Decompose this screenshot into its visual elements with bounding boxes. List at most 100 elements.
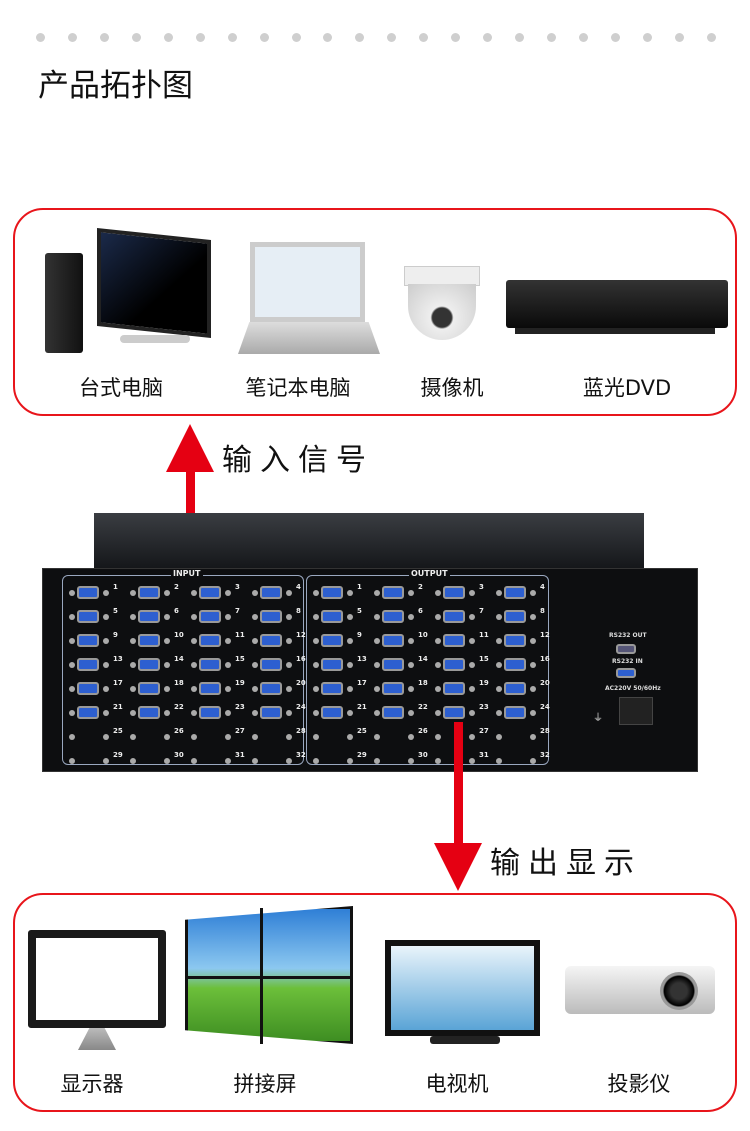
vga-port [260,658,282,671]
dot [578,33,588,42]
vga-port [504,610,526,623]
port-number: 1 [357,583,362,591]
vga-port [382,706,404,719]
port-nut [496,638,502,644]
port-nut [435,710,441,716]
vga-port [321,586,343,599]
port-nut [225,590,231,596]
port-nut [435,734,441,740]
port-number: 2 [174,583,179,591]
port-nut [252,614,258,620]
port-number: 14 [174,655,184,663]
port-nut [313,662,319,668]
port-nut [286,638,292,644]
port-nut [347,590,353,596]
port-nut [286,662,292,668]
port-nut [191,758,197,764]
dot [131,33,141,42]
port-nut [103,710,109,716]
vga-port [138,658,160,671]
port-number: 27 [235,727,245,735]
port-number: 25 [113,727,123,735]
port-nut [69,758,75,764]
port-number: 4 [296,583,301,591]
rs232-in-port [616,668,636,678]
port-number: 22 [174,703,184,711]
dot [227,33,237,42]
dot [259,33,269,42]
port-nut [164,734,170,740]
port-nut [469,638,475,644]
port-number: 5 [357,607,362,615]
port-nut [374,734,380,740]
vga-port [77,706,99,719]
input-panel-label: INPUT [171,569,203,578]
dot [706,33,716,42]
port-number: 12 [540,631,550,639]
port-nut [286,710,292,716]
port-number: 23 [479,703,489,711]
port-nut [313,734,319,740]
dot [642,33,652,42]
port-nut [530,662,536,668]
port-nut [408,638,414,644]
port-nut [530,638,536,644]
dot [67,33,77,42]
port-nut [252,662,258,668]
dot [419,33,429,42]
output-panel-label: OUTPUT [409,569,450,578]
port-nut [130,734,136,740]
port-nut [408,734,414,740]
port-nut [286,590,292,596]
port-nut [374,614,380,620]
power-socket [619,697,653,725]
port-nut [347,662,353,668]
port-nut [469,662,475,668]
port-number: 24 [540,703,550,711]
port-nut [252,638,258,644]
port-nut [435,614,441,620]
port-number: 4 [540,583,545,591]
dot [387,33,397,42]
port-nut [164,590,170,596]
vga-port [382,586,404,599]
vga-port [382,682,404,695]
vga-port [321,658,343,671]
port-number: 10 [418,631,428,639]
vga-port [382,634,404,647]
vga-port [504,658,526,671]
port-nut [374,758,380,764]
vga-port [77,586,99,599]
port-nut [130,758,136,764]
port-number: 20 [540,679,550,687]
port-nut [103,758,109,764]
decorative-dots [36,33,716,42]
dot [163,33,173,42]
dot [355,33,365,42]
port-nut [103,686,109,692]
vga-port [77,682,99,695]
output-label-video-wall: 拼接屏 [233,1072,297,1096]
port-nut [469,710,475,716]
port-nut [435,638,441,644]
rs232-out-label: RS232 OUT [609,632,647,639]
port-number: 18 [174,679,184,687]
port-nut [69,686,75,692]
port-nut [252,758,258,764]
port-nut [469,614,475,620]
port-nut [496,734,502,740]
input-label-camera: 摄像机 [420,376,484,400]
port-nut [286,686,292,692]
vga-port [321,610,343,623]
input-devices-box [13,208,737,416]
port-number: 12 [296,631,306,639]
port-number: 21 [113,703,123,711]
port-nut [374,662,380,668]
vga-port [138,706,160,719]
port-number: 7 [479,607,484,615]
port-nut [469,590,475,596]
port-number: 20 [296,679,306,687]
dot [547,33,556,42]
ground-icon: ⏚ [593,713,603,724]
